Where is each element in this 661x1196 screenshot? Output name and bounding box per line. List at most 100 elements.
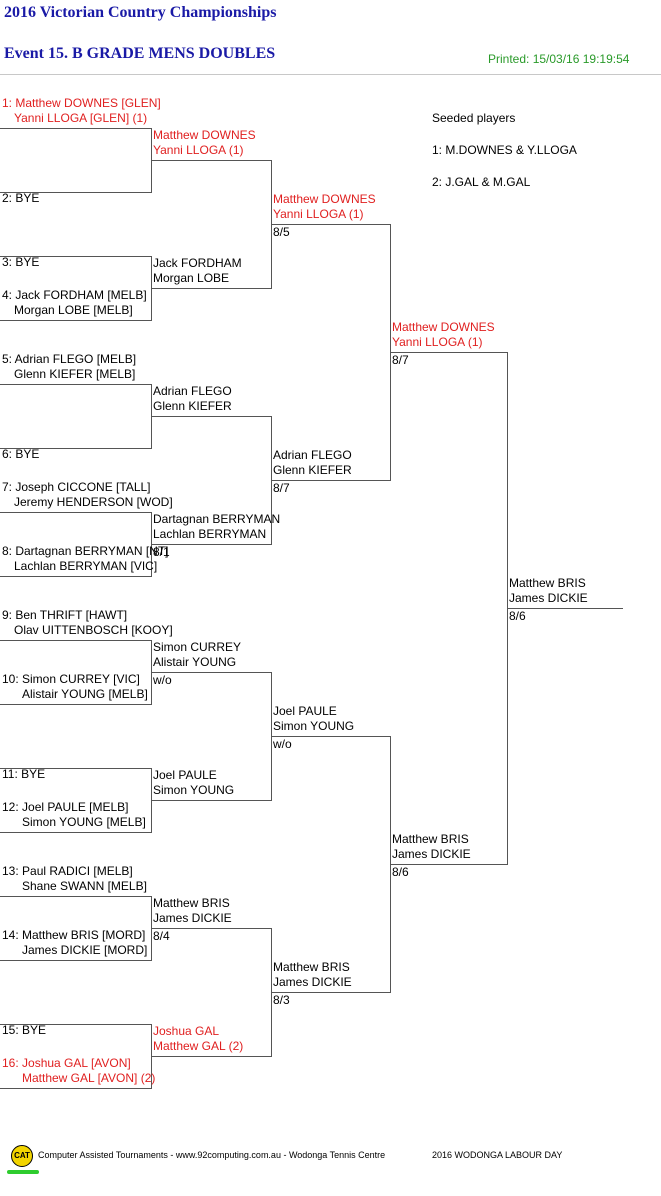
- entry-line1: Simon CURREY: [153, 640, 242, 654]
- entry-line1: 10: Simon CURREY [VIC]: [2, 672, 140, 686]
- entry-line2: James DICKIE: [153, 911, 232, 925]
- entry-line1: 6: BYE: [2, 447, 40, 461]
- championship-title: 2016 Victorian Country Championships: [4, 4, 277, 21]
- seed-entry: 1: M.DOWNES & Y.LLOGA: [432, 143, 577, 157]
- entry-line1: Adrian FLEGO: [273, 448, 352, 462]
- entry-line2: Morgan LOBE [MELB]: [14, 303, 133, 317]
- bracket-line: [151, 288, 271, 289]
- match-score: 8/7: [392, 353, 409, 367]
- entry-line1: Matthew DOWNES: [273, 192, 376, 206]
- entry-line1: 5: Adrian FLEGO [MELB]: [2, 352, 137, 366]
- bracket-line: [151, 160, 271, 161]
- entry-line1: 3: BYE: [2, 255, 40, 269]
- header-divider: [0, 74, 661, 75]
- entry-line2: Lachlan BERRYMAN: [153, 527, 267, 541]
- bracket-line: [0, 1024, 151, 1025]
- entry-line1: 1: Matthew DOWNES [GLEN]: [2, 96, 161, 110]
- entry-line2: Simon YOUNG: [273, 719, 355, 733]
- bracket-line: [151, 928, 271, 929]
- entry-line2: Yanni LLOGA (1): [273, 207, 364, 221]
- entry-line2: Matthew GAL [AVON] (2): [22, 1071, 156, 1085]
- bracket-line: [0, 256, 151, 257]
- bracket-line: [0, 512, 151, 513]
- entry-line2: Yanni LLOGA [GLEN] (1): [14, 111, 148, 125]
- match-score: 8/3: [273, 993, 290, 1007]
- match-score: 8/4: [153, 929, 170, 943]
- entry-line2: Alistair YOUNG: [153, 655, 237, 669]
- event-title: Event 15. B GRADE MENS DOUBLES: [4, 45, 276, 62]
- bracket-line: [151, 672, 271, 673]
- entry-line1: Matthew BRIS: [509, 576, 586, 590]
- bracket-line: [0, 896, 151, 897]
- bracket-line: [0, 320, 151, 321]
- entry-line1: 16: Joshua GAL [AVON]: [2, 1056, 131, 1070]
- entry-line1: 4: Jack FORDHAM [MELB]: [2, 288, 147, 302]
- entry-line2: Simon YOUNG [MELB]: [22, 815, 146, 829]
- entry-line2: Matthew GAL (2): [153, 1039, 244, 1053]
- entry-line1: 9: Ben THRIFT [HAWT]: [2, 608, 128, 622]
- bracket-line: [0, 832, 151, 833]
- entry-line2: Jeremy HENDERSON [WOD]: [14, 495, 173, 509]
- bracket-line: [0, 1088, 151, 1089]
- entry-line2: Glenn KIEFER: [273, 463, 352, 477]
- printed-timestamp: Printed: 15/03/16 19:19:54: [488, 52, 630, 66]
- entry-line2: Yanni LLOGA (1): [153, 143, 244, 157]
- match-score: w/o: [273, 737, 292, 751]
- entry-line1: Matthew BRIS: [273, 960, 350, 974]
- bracket-line: [271, 736, 390, 737]
- bracket-line: [0, 576, 151, 577]
- entry-line1: Dartagnan BERRYMAN: [153, 512, 281, 526]
- bracket-line: [151, 544, 271, 545]
- footer-event: 2016 WODONGA LABOUR DAY: [432, 1150, 563, 1160]
- entry-line2: James DICKIE: [509, 591, 588, 605]
- match-score: 8/1: [153, 545, 170, 559]
- entry-line2: James DICKIE [MORD]: [22, 943, 148, 957]
- bracket-line: [0, 960, 151, 961]
- entry-line2: James DICKIE: [273, 975, 352, 989]
- entry-line2: Olav UITTENBOSCH [KOOY]: [14, 623, 173, 637]
- match-score: 8/6: [509, 609, 526, 623]
- entry-line1: 8: Dartagnan BERRYMAN [NT]: [2, 544, 169, 558]
- bracket-line: [151, 1056, 271, 1057]
- entry-line2: Morgan LOBE: [153, 271, 230, 285]
- entry-line2: Glenn KIEFER [MELB]: [14, 367, 136, 381]
- entry-line1: 2: BYE: [2, 191, 40, 205]
- entry-line2: Alistair YOUNG [MELB]: [22, 687, 148, 701]
- entry-line1: Matthew DOWNES: [153, 128, 256, 142]
- bracket-line: [0, 640, 151, 641]
- entry-line1: Joel PAULE: [153, 768, 217, 782]
- seed-entry: 2: J.GAL & M.GAL: [432, 175, 531, 189]
- entry-line1: 13: Paul RADICI [MELB]: [2, 864, 133, 878]
- bracket-line: [0, 128, 151, 129]
- cat-logo-underline: [7, 1170, 39, 1174]
- bracket-line: [271, 224, 390, 225]
- match-score: w/o: [153, 673, 172, 687]
- bracket-line: [0, 192, 151, 193]
- match-score: 8/5: [273, 225, 290, 239]
- bracket-line: [0, 448, 151, 449]
- match-score: 8/6: [392, 865, 409, 879]
- entry-line2: Simon YOUNG: [153, 783, 235, 797]
- entry-line1: 12: Joel PAULE [MELB]: [2, 800, 129, 814]
- bracket-line: [0, 384, 151, 385]
- bracket-line: [0, 768, 151, 769]
- seeded-players-title: Seeded players: [432, 111, 516, 125]
- entry-line1: Matthew BRIS: [153, 896, 230, 910]
- entry-line1: Joel PAULE: [273, 704, 337, 718]
- entry-line1: 14: Matthew BRIS [MORD]: [2, 928, 146, 942]
- bracket-line: [0, 704, 151, 705]
- bracket-line: [390, 864, 507, 865]
- entry-line1: Jack FORDHAM: [153, 256, 242, 270]
- bracket-line: [271, 480, 390, 481]
- entry-line2: Glenn KIEFER: [153, 399, 232, 413]
- match-score: 8/7: [273, 481, 290, 495]
- entry-line1: Joshua GAL: [153, 1024, 220, 1038]
- entry-line1: 15: BYE: [2, 1023, 47, 1037]
- bracket-line: [271, 992, 390, 993]
- footer-credit: Computer Assisted Tournaments - www.92co…: [38, 1150, 386, 1160]
- entry-line1: 11: BYE: [2, 767, 46, 781]
- entry-line1: Matthew BRIS: [392, 832, 469, 846]
- entry-line2: Yanni LLOGA (1): [392, 335, 483, 349]
- entry-line1: Adrian FLEGO: [153, 384, 232, 398]
- bracket-line: [151, 800, 271, 801]
